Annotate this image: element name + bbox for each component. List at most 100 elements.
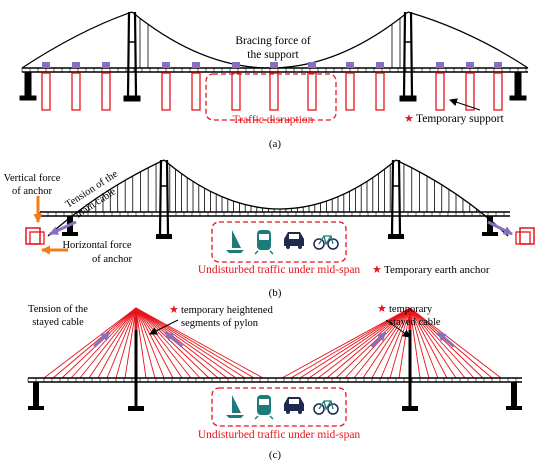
stay-cable	[97, 307, 137, 379]
temporary-support	[269, 72, 279, 111]
horizontal-force-label-2: of anchor	[92, 254, 132, 265]
stay-cable	[389, 307, 411, 379]
earth-anchor	[519, 227, 535, 245]
cable-tension-arrow	[487, 220, 513, 236]
bracing-force-marker	[308, 62, 316, 68]
pylon-footing	[402, 406, 418, 411]
end-pier-footing	[28, 406, 44, 410]
temporary-support	[345, 72, 355, 111]
traffic-box-b	[211, 221, 347, 263]
stay-cable	[409, 307, 448, 379]
cable-tension-arrow	[93, 331, 111, 348]
temporary-support	[161, 72, 171, 111]
stay-cable	[135, 307, 246, 379]
stay-cable	[135, 307, 192, 379]
temporary-earth-anchor-legend: Temporary earth anchor	[384, 264, 490, 276]
stay-cable	[317, 307, 411, 379]
stay-cable	[135, 307, 210, 379]
train-rail	[269, 415, 274, 420]
bracing-force-marker	[42, 62, 50, 68]
horizontal-force-label: Horizontal force	[62, 240, 131, 251]
bicycle-frame	[318, 400, 334, 411]
train-rail	[269, 250, 274, 255]
bracing-force-marker	[162, 62, 170, 68]
heightened-pylon-label: temporary heightened	[181, 305, 274, 316]
temporary-support	[101, 72, 111, 111]
traffic-disruption-label: Traffic disruption	[233, 114, 314, 126]
star-icon: ★	[169, 304, 179, 316]
stay-cable	[398, 307, 411, 379]
stay-cable	[344, 307, 411, 379]
temporary-support	[191, 72, 201, 111]
stay-cable	[362, 307, 411, 379]
bracing-force-marker	[232, 62, 240, 68]
stay-cable	[135, 307, 201, 379]
stay-cable	[409, 307, 484, 379]
panel-b-caption: (b)	[269, 287, 282, 299]
pylon-footing	[128, 406, 144, 411]
bracing-force-label-2: the support	[247, 49, 299, 61]
end-pier-footing	[509, 95, 527, 101]
tower	[397, 159, 402, 235]
train-rail	[254, 415, 259, 420]
stay-cable	[135, 307, 165, 379]
tower	[390, 159, 395, 235]
end-pier	[511, 382, 517, 406]
stay-cable	[70, 307, 137, 379]
vertical-force-label: Vertical force	[4, 173, 61, 184]
stay-cable	[409, 307, 457, 379]
bracing-force-marker	[466, 62, 474, 68]
end-pier	[33, 382, 39, 406]
panel-c-caption: (c)	[269, 449, 282, 461]
pointer-arrow	[449, 98, 481, 111]
stay-cable	[409, 307, 421, 379]
stay-cable	[409, 307, 439, 379]
pointer-arrow	[149, 319, 179, 335]
stay-cable	[115, 307, 137, 379]
tower-footing	[388, 234, 404, 239]
vehicle-icons-b	[226, 230, 339, 255]
stay-cable	[124, 307, 137, 379]
stay-cable	[135, 307, 147, 379]
stay-cable	[135, 307, 255, 379]
bicycle-icon	[313, 238, 325, 250]
cable-tension-arrow	[370, 331, 387, 348]
tower	[133, 11, 138, 97]
earth-anchor	[25, 227, 41, 245]
sailboat-hull	[226, 415, 244, 418]
cable-stayed-bridge-c	[27, 307, 522, 411]
vertical-force-label-2: of anchor	[12, 186, 52, 197]
suspension-bridge-b	[25, 159, 535, 255]
stay-cable	[353, 307, 411, 379]
sailboat-icon	[232, 395, 241, 413]
car-wheel	[286, 245, 290, 249]
end-pier	[24, 71, 32, 97]
main-cable	[407, 11, 529, 69]
main-cable	[21, 11, 133, 69]
undisturbed-traffic-label-b: Undisturbed traffic under mid-span	[198, 264, 361, 276]
sailboat-icon	[232, 230, 241, 248]
temporary-support	[307, 72, 317, 111]
car-wheel	[298, 245, 302, 249]
stay-cable	[135, 307, 156, 379]
traffic-box-c	[211, 387, 347, 427]
panel-a-caption: (a)	[269, 138, 282, 150]
end-pier-footing	[482, 232, 498, 236]
stay-cable	[371, 307, 411, 379]
undisturbed-traffic-label-c: Undisturbed traffic under mid-span	[198, 429, 361, 441]
tower-footing	[123, 95, 141, 102]
stay-cable	[290, 307, 411, 379]
car-window	[289, 234, 299, 239]
car-wheel	[298, 410, 302, 414]
bicycle-wheel	[327, 403, 339, 415]
bracing-force-marker	[376, 62, 384, 68]
pointer-arrow	[385, 319, 411, 338]
temporary-support	[41, 72, 51, 111]
stay-cable	[409, 307, 475, 379]
temporary-support	[435, 72, 445, 111]
cable-tension-arrow	[437, 331, 455, 348]
tower-footing	[399, 95, 417, 102]
temporary-support-legend: Temporary support	[416, 113, 504, 125]
end-pier-footing	[506, 406, 522, 410]
